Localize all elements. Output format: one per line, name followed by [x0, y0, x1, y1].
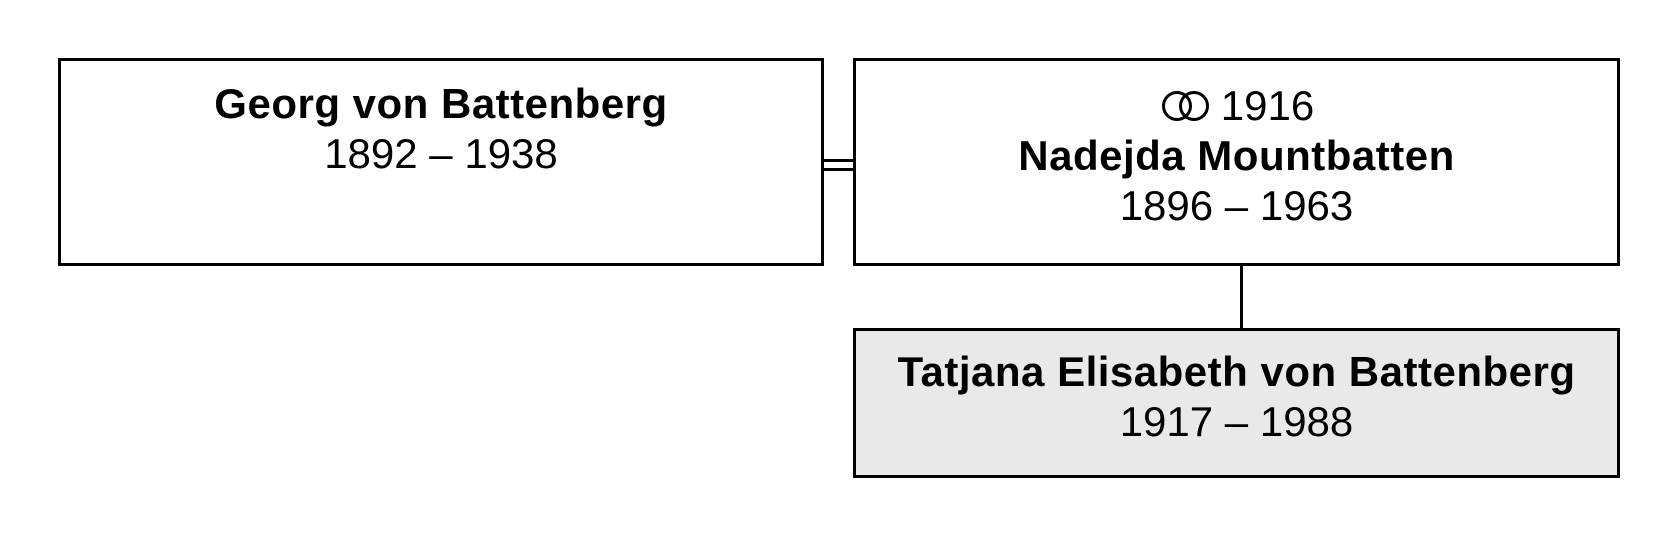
person-box-tatjana: Tatjana Elisabeth von Battenberg 1917 – … [853, 328, 1620, 478]
person-box-nadejda: 1916 Nadejda Mountbatten 1896 – 1963 [853, 58, 1620, 266]
person-name: Georg von Battenberg [214, 80, 668, 127]
person-dates: 1892 – 1938 [324, 130, 558, 177]
person-box-georg: Georg von Battenberg 1892 – 1938 [58, 58, 824, 266]
marriage-year: 1916 [1220, 82, 1315, 129]
person-name: Tatjana Elisabeth von Battenberg [897, 348, 1576, 395]
person-name: Nadejda Mountbatten [1018, 132, 1455, 179]
wedding-rings-icon [1161, 90, 1209, 121]
marriage-info: 1916 [856, 81, 1617, 131]
marriage-connector-top [824, 159, 853, 162]
marriage-connector-bottom [824, 168, 853, 171]
person-dates: 1917 – 1988 [1119, 398, 1354, 445]
person-dates: 1896 – 1963 [1119, 182, 1354, 229]
descent-connector [1240, 266, 1243, 328]
